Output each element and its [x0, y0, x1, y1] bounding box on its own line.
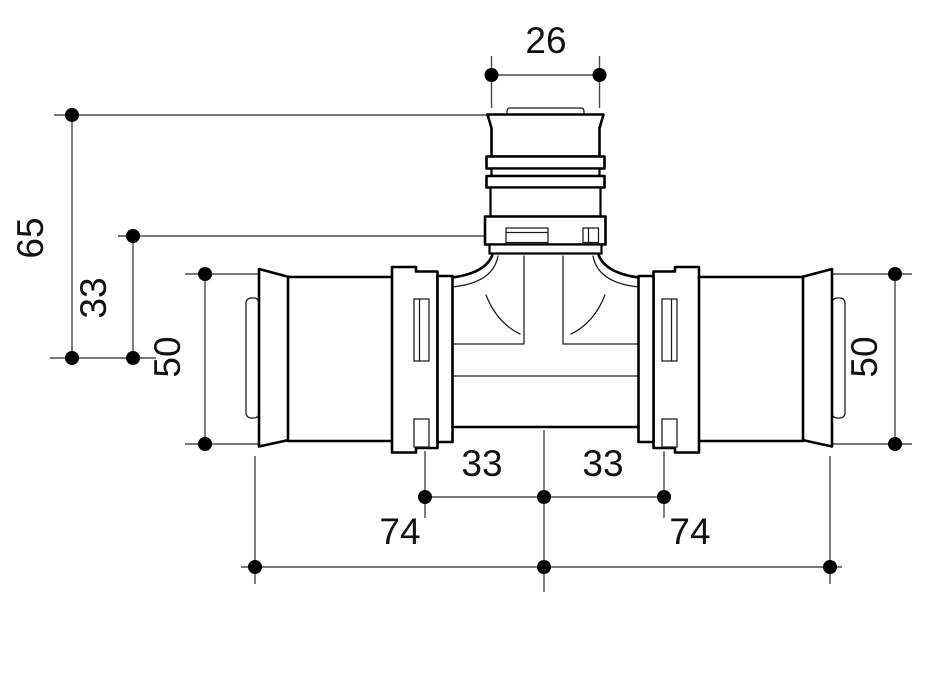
- dim-label-74-right: 74: [669, 511, 710, 552]
- dimension-dot: [198, 437, 212, 451]
- dimension-lines: [50, 56, 912, 592]
- tee-body-outline: [446, 251, 645, 429]
- dimension-labels: 26 65 33 50 50 33 33 74 74: [10, 20, 885, 552]
- dim-label-50-right: 50: [844, 336, 885, 377]
- dim-label-74-left: 74: [379, 511, 420, 552]
- dim-label-50-left: 50: [147, 336, 188, 377]
- dimension-dot: [126, 351, 140, 365]
- dimension-dot: [198, 267, 212, 281]
- dimension-dot: [537, 490, 551, 504]
- collar-window-small: [582, 227, 600, 244]
- dimension-dot: [888, 437, 902, 451]
- dimension-dot: [126, 229, 140, 243]
- right-press-fitting: [637, 265, 847, 454]
- fillet-inner-line-right: [592, 255, 640, 288]
- vertical-press-fitting: [483, 107, 607, 255]
- sleeve-lower-section: [489, 186, 602, 218]
- sleeve-top-section: [486, 113, 605, 158]
- dimension-dot: [248, 560, 262, 574]
- dimension-dot: [592, 68, 607, 82]
- dimension-dot: [537, 560, 551, 574]
- collar-window-wide: [505, 227, 549, 244]
- dimension-dot: [484, 68, 499, 82]
- press-ring-band-1: [485, 155, 606, 170]
- bore-arc-right: [570, 294, 606, 335]
- dim-label-65: 65: [10, 217, 51, 258]
- branch-lower-band: [488, 243, 603, 255]
- dimension-dot: [823, 560, 837, 574]
- dim-label-33-side: 33: [73, 277, 114, 318]
- press-ring-band-2: [485, 174, 606, 189]
- left-press-fitting: [244, 265, 454, 454]
- dimension-dot: [888, 267, 902, 281]
- dimension-dot: [418, 490, 432, 504]
- fillet-inner-line-left: [451, 255, 499, 288]
- dim-label-33-bottom-right: 33: [582, 443, 623, 484]
- dimension-dot: [657, 490, 671, 504]
- dimension-dot: [65, 108, 79, 122]
- dimension-dot: [65, 351, 79, 365]
- dim-label-26: 26: [525, 20, 566, 61]
- tee-body: [446, 251, 645, 429]
- dim-label-33-bottom-left: 33: [461, 443, 502, 484]
- bore-arc-left: [485, 294, 521, 335]
